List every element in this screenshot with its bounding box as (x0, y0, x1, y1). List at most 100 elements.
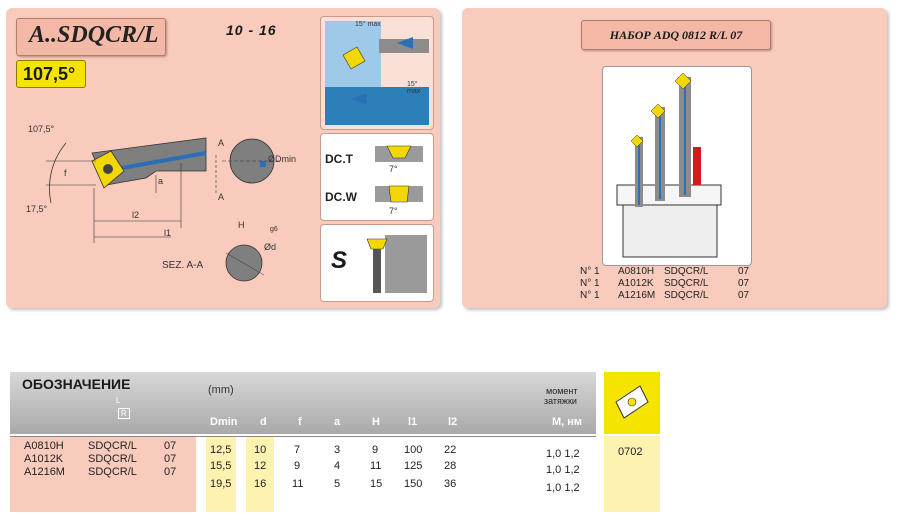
cell-h: 11 (370, 460, 382, 472)
tool-title-box: A..SDQCR/L (16, 18, 166, 56)
dim-f: f (64, 168, 67, 178)
insert-profile-icons (375, 145, 423, 203)
set-contents-list: N° 1 A0810H SDQCR/L 07 N° 1 A1012K SDQCR… (580, 266, 770, 310)
set-item-qty: N° 1 (580, 266, 600, 277)
set-image (602, 66, 752, 266)
col-h: H (372, 416, 380, 428)
tool-spec-panel: A..SDQCR/L 10 - 16 107,5° 107,5° 17,5° f… (6, 8, 440, 308)
cell-a: 3 (334, 444, 341, 456)
cell-dmin: 19,5 (210, 478, 232, 490)
cell-l1: 150 (404, 478, 423, 490)
dim-dmin: ØDmin (268, 154, 297, 164)
code-column-bg (10, 436, 196, 512)
cell-l1: 100 (404, 444, 423, 456)
cell-code: A1216M (24, 466, 65, 478)
insert-column-bg (604, 436, 660, 512)
insert-code: 0702 (618, 446, 643, 458)
cell-l2: 22 (444, 444, 457, 456)
boring-illustration (325, 21, 429, 125)
size-range: 10 - 16 (226, 22, 277, 38)
dim-a: a (158, 176, 164, 186)
set-item-code: A1216M (618, 290, 656, 301)
col-dmin: Dmin (210, 416, 238, 428)
section-marker-top: A (218, 138, 225, 148)
cell-d: 16 (254, 478, 267, 490)
insert-header (604, 372, 660, 434)
tool-set-illustration (616, 72, 722, 258)
insert-type-dct: DC.T (325, 152, 353, 166)
cell-torque: 1,0 1,2 (546, 482, 580, 494)
col-a: a (334, 416, 341, 428)
cell-torque: 1,0 1,2 (546, 448, 580, 460)
cell-type: SDQCR/L (88, 440, 137, 452)
d-column-bg (246, 436, 274, 512)
set-title: НАБОР ADQ 0812 R/L 07 (609, 28, 743, 42)
dim-d: Ød (264, 242, 277, 252)
set-item-qty: N° 1 (580, 278, 600, 289)
cell-a: 5 (334, 478, 341, 490)
tool-set-panel: НАБОР ADQ 0812 R/L 07 N° 1 A0810H SDQCR/… (462, 8, 887, 308)
col-l2: l2 (448, 416, 458, 428)
cell-size: 07 (164, 466, 177, 478)
tool-drawing (46, 137, 281, 282)
set-item-qty: N° 1 (580, 290, 600, 301)
set-item-size: 07 (738, 290, 750, 301)
dim-angle-17: 17,5° (26, 204, 48, 214)
cell-d: 12 (254, 460, 267, 472)
insert-type-dcw: DC.W (325, 190, 357, 204)
set-item-type: SDQCR/L (664, 290, 709, 301)
tool-title: A..SDQCR/L (29, 22, 159, 48)
set-item-size: 07 (738, 278, 750, 289)
set-item-code: A0810H (618, 266, 655, 277)
section-marker-bottom: A (218, 192, 225, 202)
cell-d: 10 (254, 444, 267, 456)
cell-size: 07 (164, 440, 177, 452)
dmin-column-bg (206, 436, 236, 512)
cell-l1: 125 (404, 460, 423, 472)
boring-diagram: 15° max 15° max (320, 16, 434, 130)
cell-f: 9 (294, 460, 301, 472)
cell-torque: 1,0 1,2 (546, 464, 580, 476)
clamping-system-label: S (331, 247, 348, 274)
dim-h: H (238, 220, 245, 230)
cell-type: SDQCR/L (88, 453, 137, 465)
max-angle-bottom: 15° max (407, 81, 421, 95)
approach-angle-badge: 107,5° (16, 60, 86, 88)
cell-h: 9 (372, 444, 379, 456)
dim-l1: l1 (164, 228, 172, 238)
dim-angle-107: 107,5° (28, 124, 55, 134)
set-title-box: НАБОР ADQ 0812 R/L 07 (581, 20, 771, 50)
set-item-size: 07 (738, 266, 750, 277)
cell-code: A0810H (24, 440, 64, 452)
cell-h: 15 (370, 478, 383, 490)
cell-code: A1012K (24, 453, 64, 465)
col-f: f (298, 416, 302, 428)
cell-l2: 36 (444, 478, 457, 490)
insert-types-box: DC.T DC.W 7° 7° (320, 133, 434, 221)
section-label: SEZ. A-A (162, 260, 204, 271)
screw-clamp-icon (366, 235, 427, 293)
table-divider (10, 436, 596, 437)
torque-label-2: затяжки (544, 396, 577, 406)
set-item-code: A1012K (618, 278, 654, 289)
cell-f: 11 (292, 478, 304, 490)
torque-label-1: момент (546, 386, 578, 396)
set-item-type: SDQCR/L (664, 266, 709, 277)
clearance-angle-w: 7° (389, 206, 398, 216)
approach-angle: 107,5° (23, 64, 76, 84)
dim-g6: g6 (270, 226, 278, 233)
col-d: d (260, 416, 267, 428)
unit-label: (mm) (208, 384, 234, 396)
left-hand-label: L (116, 396, 121, 405)
col-l1: l1 (408, 416, 418, 428)
cell-size: 07 (164, 453, 177, 465)
col-torque: M, нм (552, 416, 583, 428)
cell-a: 4 (334, 460, 341, 472)
clamping-system-box: S (320, 224, 434, 302)
designation-heading: ОБОЗНАЧЕНИЕ (22, 376, 131, 392)
table-header: ОБОЗНАЧЕНИЕ (mm) L R момент затяжки Dmin… (10, 372, 596, 434)
max-angle-top: 15° max (355, 21, 381, 28)
dim-l2: l2 (132, 210, 140, 220)
insert-shape-icon (615, 385, 649, 419)
cell-type: SDQCR/L (88, 466, 137, 478)
